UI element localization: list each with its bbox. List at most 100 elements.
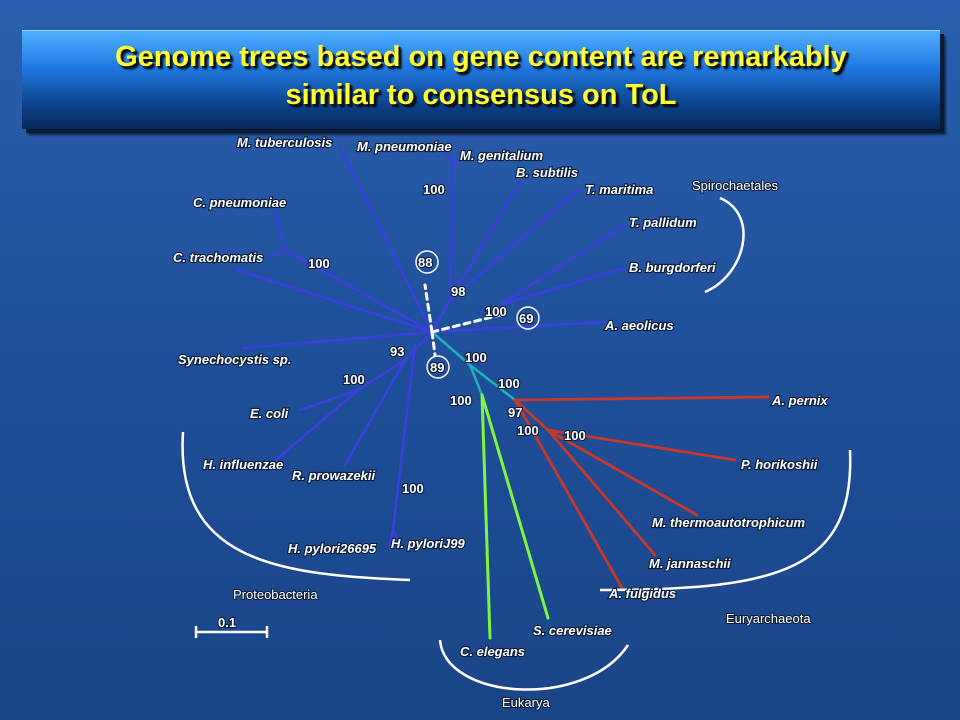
bracket-proteobacteria [181, 431, 411, 582]
label-m-tuberculosis: M. tuberculosis [237, 135, 332, 150]
bootstrap-value: 100 [517, 423, 539, 438]
branch-t-pallidum [498, 223, 627, 307]
branch-a-fulgidus [513, 398, 624, 590]
bootstrap-value: 88 [418, 255, 432, 270]
circle-89 [426, 355, 450, 379]
dashed-branches [423, 283, 502, 357]
slide-title: Genome trees based on gene content are r… [22, 38, 940, 114]
circle-69 [516, 306, 540, 330]
label-c-pneumoniae: C. pneumoniae [193, 195, 286, 210]
bootstrap-value: 93 [390, 344, 404, 359]
group-label-spirochaetales: Spirochaetales [692, 178, 778, 193]
branch-m-tuberculosis [338, 146, 434, 334]
branch-synechocystis [241, 330, 434, 350]
transition-branches [430, 330, 517, 402]
label-t-pallidum: T. pallidum [629, 215, 697, 230]
group-brackets [181, 196, 852, 691]
label-a-fulgidus: A. fulgidus [608, 586, 676, 601]
label-h-pylori-j99: H. pyloriJ99 [391, 536, 465, 551]
bootstrap-value: 100 [450, 393, 472, 408]
label-b-subtilis: B. subtilis [516, 165, 578, 180]
branch-mycoplasma-stem [440, 148, 455, 302]
branch-h-pylori [391, 343, 417, 532]
bootstrap-value: 100 [343, 372, 365, 387]
branch-c-trachomatis [268, 248, 287, 259]
bootstrap-value: 100 [423, 182, 445, 197]
branch-h-pylori-26695 [388, 528, 395, 547]
branch-archaea-stem [468, 363, 517, 402]
branch-b-burgdorferi [498, 266, 627, 307]
branch-c-elegans [480, 393, 492, 640]
bootstrap-value: 100 [465, 350, 487, 365]
group-label-eukarya: Eukarya [502, 695, 550, 710]
bootstrap-value: 98 [451, 284, 465, 299]
branch-proteobacteria-stem [403, 330, 434, 362]
bracket-spirochaetales [704, 196, 745, 294]
bootstrap-circles [415, 250, 540, 379]
label-m-genitalium: M. genitalium [460, 148, 544, 163]
branch-chlamydia [273, 210, 434, 334]
branch-e-coli [298, 388, 360, 412]
label-m-jannaschii: M. jannaschii [649, 556, 731, 571]
label-p-horikoshii: P. horikoshii [741, 457, 818, 472]
branch-b-subtilis [448, 180, 522, 302]
group-label-euryarchaeota: Euryarchaeota [726, 611, 811, 626]
bootstrap-value: 100 [402, 481, 424, 496]
branch-arch-euk-stem [430, 330, 472, 367]
branch-m-thermo [546, 428, 699, 517]
branch-p-horikoshii [546, 428, 737, 462]
bootstrap-value: 69 [519, 311, 533, 326]
taxon-labels: M. tuberculosis M. pneumoniae M. genital… [172, 134, 830, 660]
bootstrap-value: 89 [430, 360, 444, 375]
bacteria-branches [235, 146, 627, 547]
branch-core-up [430, 298, 452, 334]
label-m-thermo: M. thermoautotrophicum [652, 515, 806, 530]
title-banner [22, 30, 940, 129]
bootstrap-value: 100 [485, 304, 507, 319]
label-r-prowazekii: R. prowazekii [292, 468, 375, 483]
title-line-2: similar to consensus on ToL [285, 79, 677, 111]
scale-bar-label: 0.1 [218, 615, 236, 630]
label-t-maritima: T. maritima [585, 182, 653, 197]
bracket-euryarchaeota [599, 449, 852, 592]
label-c-trachomatis: C. trachomatis [173, 250, 263, 265]
branch-m-jannaschii [546, 428, 657, 557]
branch-eukarya-stem [468, 363, 484, 397]
bootstrap-value: 100 [308, 256, 330, 271]
circle-88 [415, 250, 439, 274]
label-c-elegans: C. elegans [460, 644, 525, 659]
label-synechocystis: Synechocystis sp. [178, 352, 291, 367]
label-a-pernix: A. pernix [771, 393, 828, 408]
branch-r-prowazekii [343, 358, 407, 467]
eukarya-branches [480, 393, 550, 640]
branch-gamma-stem [356, 358, 407, 392]
branch-s-cerevisiae [480, 393, 550, 620]
archaea-branches [513, 395, 770, 590]
branch-a-aeolicus [430, 320, 607, 334]
group-label-proteobacteria: Proteobacteria [233, 587, 318, 602]
label-h-influenzae: H. influenzae [203, 457, 283, 472]
branch-h-pylori-j99 [391, 528, 402, 547]
label-b-burgdorferi: B. burgdorferi [629, 260, 716, 275]
label-h-pylori-26695: H. pylori26695 [288, 541, 377, 556]
bootstrap-value: 97 [508, 405, 522, 420]
bracket-eukarya [438, 639, 630, 691]
bootstrap-values: 100 100 88 98 100 69 93 100 89 100 100 1… [307, 181, 587, 497]
label-m-pneumoniae: M. pneumoniae [357, 139, 452, 154]
bootstrap-value: 100 [498, 376, 520, 391]
branch-m-genitalium [451, 155, 464, 167]
title-line-1: Genome trees based on gene content are r… [115, 41, 847, 73]
branch-t-maritima [448, 188, 580, 302]
branch-euryarchaeota-stem [513, 398, 550, 432]
dashed-branch-89 [430, 330, 437, 357]
label-a-aeolicus: A. aeolicus [604, 318, 674, 333]
scale-bar [194, 626, 269, 638]
dashed-branch-69 [430, 313, 502, 334]
label-s-cerevisiae: S. cerevisiae [533, 623, 612, 638]
label-e-coli: E. coli [250, 406, 289, 421]
dashed-branch-88 [423, 283, 434, 334]
bootstrap-value: 100 [564, 428, 586, 443]
branch-h-influenzae [268, 388, 360, 467]
